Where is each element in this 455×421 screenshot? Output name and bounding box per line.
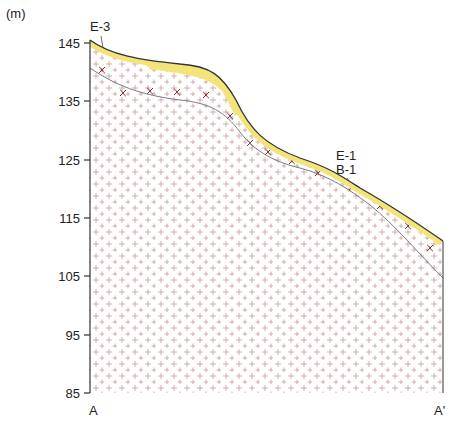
axis-value: 125 [58, 153, 80, 168]
weathered-mark [427, 245, 433, 251]
weathered-mark [99, 67, 105, 73]
axis-value: 105 [58, 269, 80, 284]
section-end-label: A' [434, 403, 445, 418]
borehole-label: E-1 [336, 148, 356, 163]
borehole-label: B-1 [336, 162, 356, 177]
axis-ticks [84, 43, 90, 393]
axis-value: 135 [58, 94, 80, 109]
axis-value: 115 [59, 211, 80, 226]
borehole-label: E-3 [90, 19, 110, 34]
axis-value: 95 [66, 328, 80, 343]
section-end-label: A [89, 403, 98, 418]
axis-unit: (m) [6, 6, 26, 21]
weathered-mark [265, 149, 271, 155]
right-boundary [443, 241, 444, 393]
weathered-mark [203, 92, 209, 98]
axis-value: 145 [58, 36, 80, 51]
soil-layer [90, 40, 443, 241]
bedrock-boundary [90, 68, 443, 278]
rock-body [90, 40, 443, 393]
weathered-mark [120, 90, 126, 96]
leader-line [101, 36, 103, 48]
weathered-mark [147, 88, 153, 94]
leader-line [347, 178, 349, 181]
axis-value: 85 [66, 386, 80, 401]
weathered-mark [174, 89, 180, 95]
ground-surface [90, 40, 443, 241]
y-axis [89, 40, 90, 393]
